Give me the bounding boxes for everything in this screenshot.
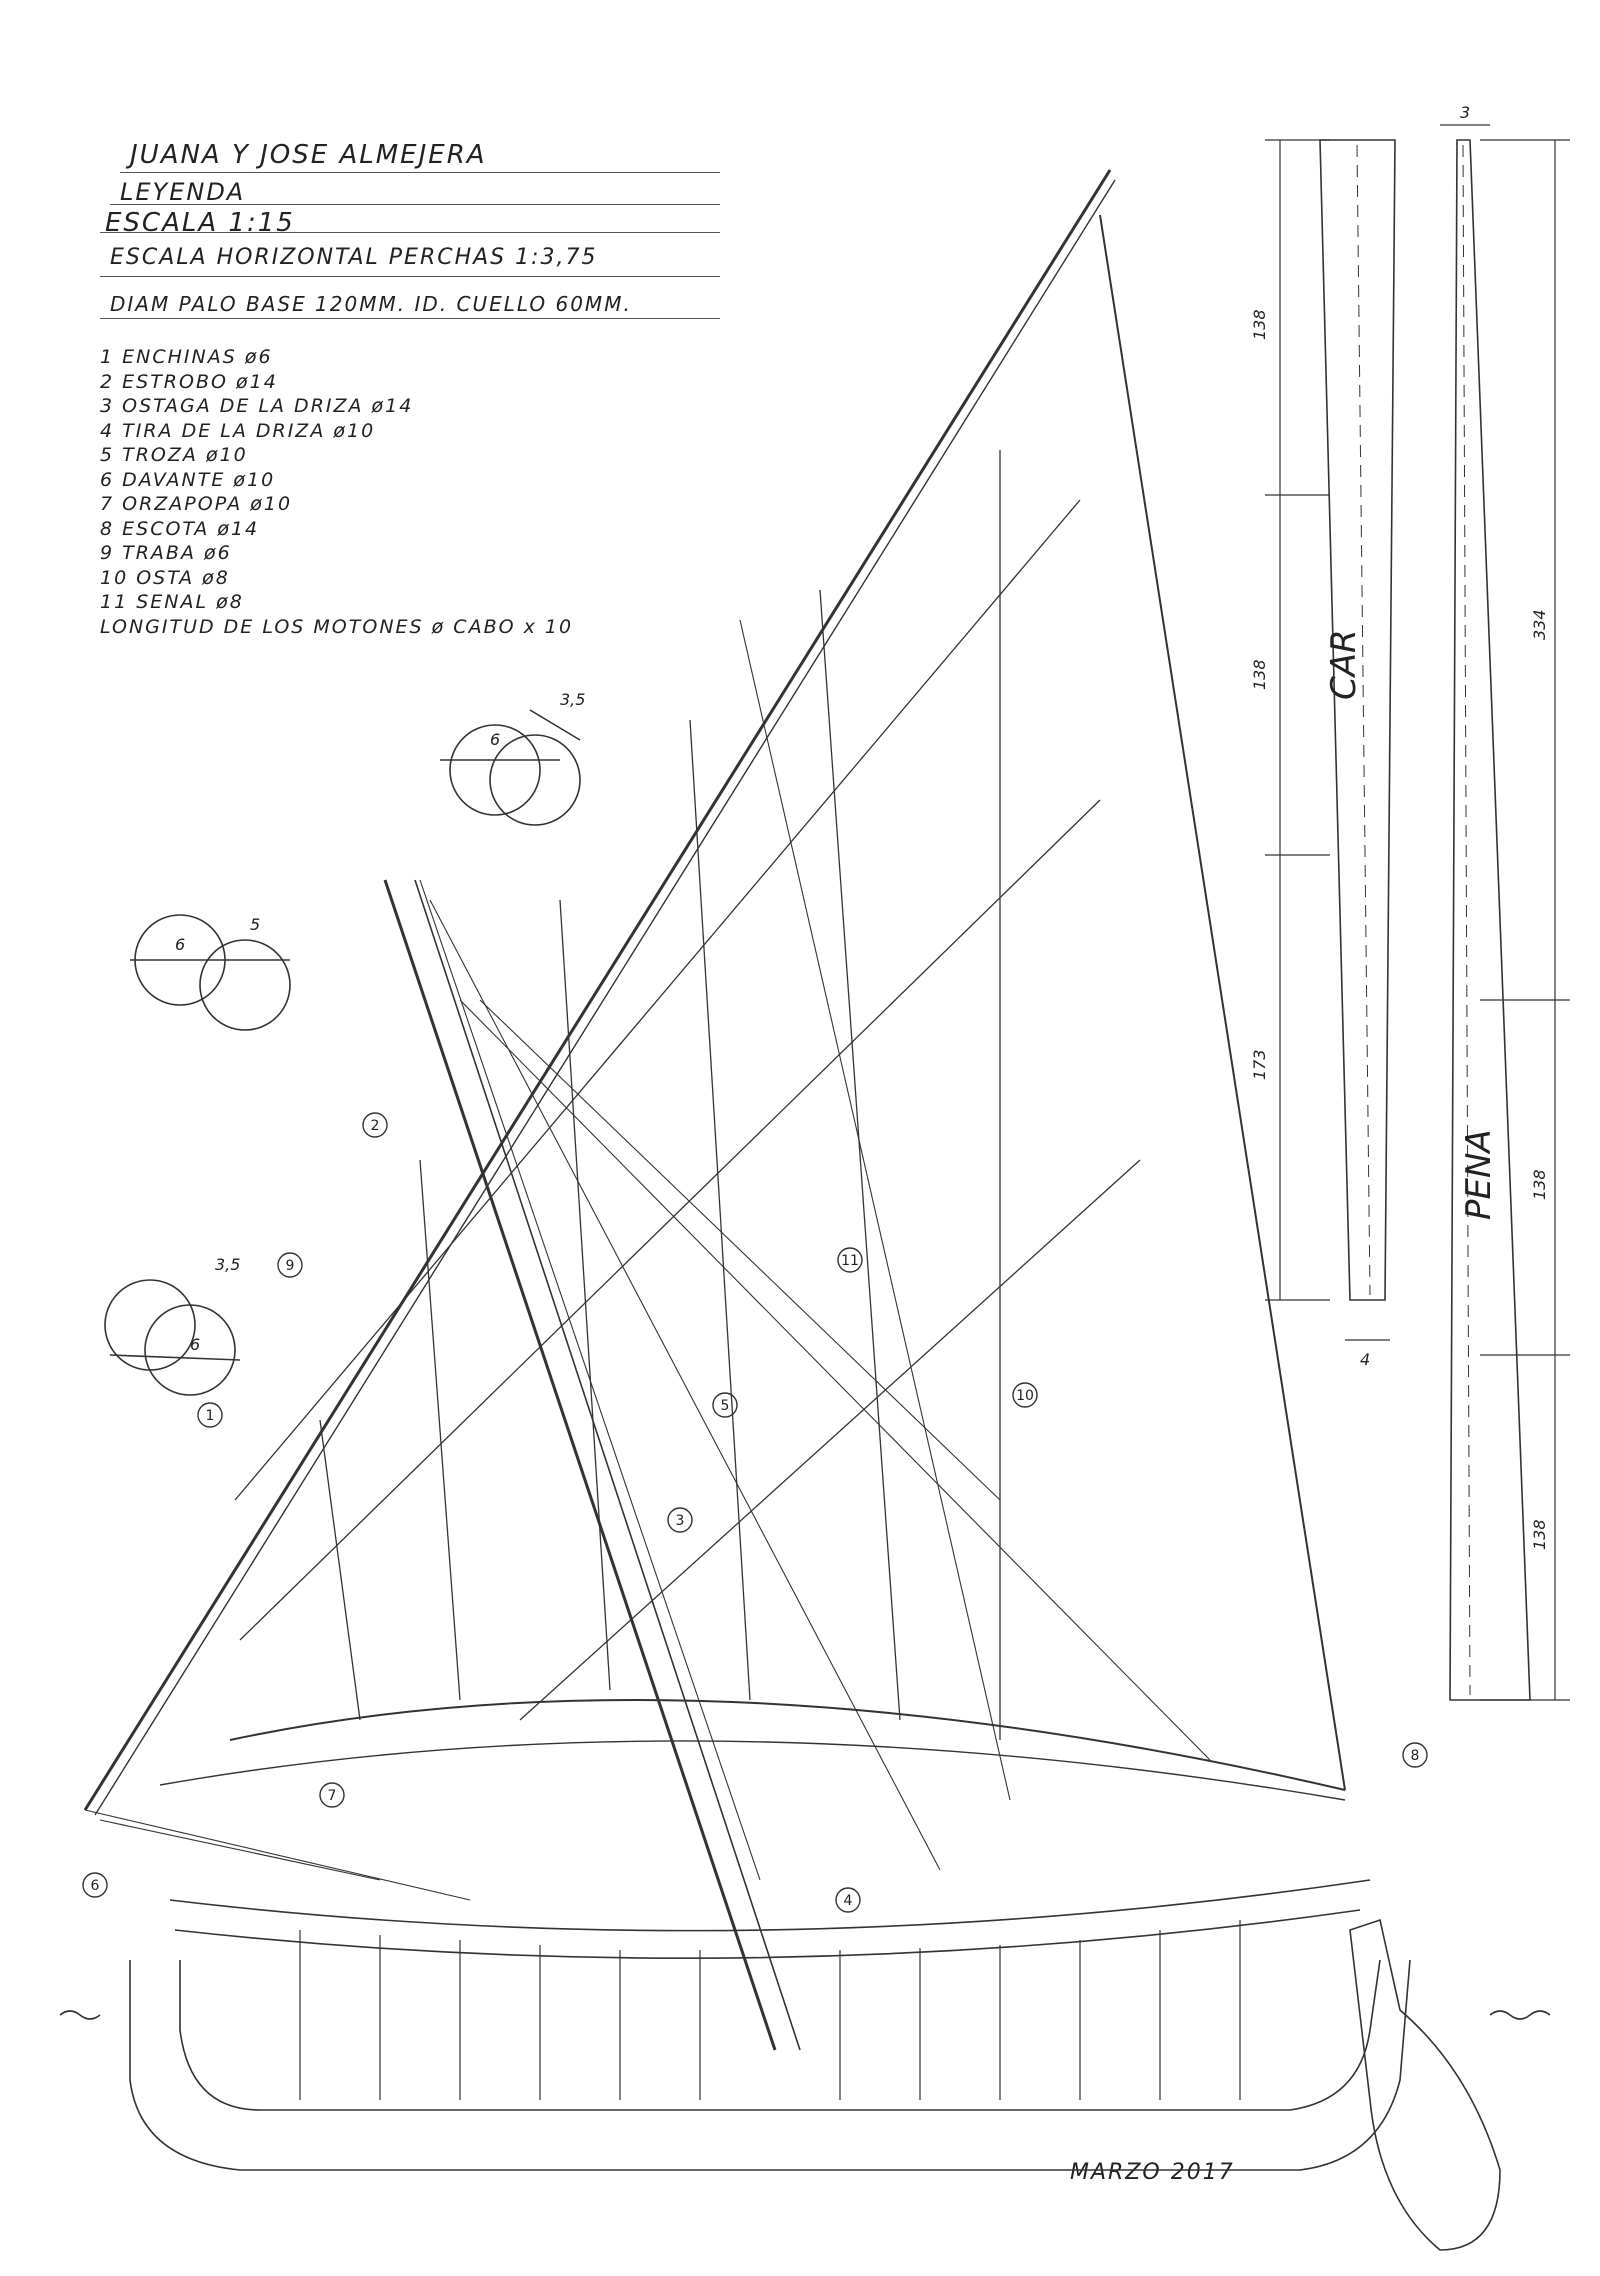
car-dim-2: 138: [1250, 659, 1269, 690]
pena-width: 3: [1460, 103, 1470, 122]
callout-6: 6: [91, 1878, 100, 1894]
legend-heading: LEYENDA: [120, 178, 246, 206]
legend-item: 3 OSTAGA DE LA DRIZA ø14: [100, 395, 414, 417]
callout-8: 8: [1411, 1748, 1420, 1764]
callout-11: 11: [841, 1253, 859, 1269]
sail-leech: [1099, 214, 1346, 1791]
mast: [383, 879, 777, 2051]
block-detail-c: [104, 1279, 241, 1396]
yard: [83, 169, 1112, 1811]
callout-10: 10: [1016, 1388, 1034, 1404]
car-label: CAR: [1324, 629, 1364, 700]
block-c-length: 3,5: [215, 1255, 240, 1274]
pena-spar: [1449, 139, 1531, 1701]
legend-list: 1 ENCHINAS ø6 2 ESTROBO ø14 3 OSTAGA DE …: [100, 345, 573, 639]
drawing-date: MARZO 2017: [1070, 2160, 1235, 2185]
waterline-left: [59, 2010, 101, 2020]
hull-frames: [299, 1920, 1241, 2100]
rudder: [1349, 1918, 1501, 2251]
hull-outline: [129, 1959, 1411, 2171]
hull-inner: [179, 1959, 1381, 2111]
block-detail-b: [130, 914, 291, 1031]
mast-diameter-label: DIAM PALO BASE 120MM. ID. CUELLO 60MM.: [110, 292, 632, 316]
legend-item: 11 SENAL ø8: [100, 591, 244, 613]
block-a-length: 3,5: [560, 690, 585, 709]
callout-9: 9: [286, 1258, 295, 1274]
legend-underline: [110, 204, 720, 205]
callout-5: 5: [721, 1398, 730, 1414]
block-c-diameter: 6: [190, 1335, 200, 1354]
block-a-diameter: 6: [490, 730, 500, 749]
waterline-right: [1489, 2010, 1551, 2020]
gunwale: [169, 1879, 1371, 1932]
sail-foot: [229, 1699, 1346, 1791]
rigging: [84, 619, 1211, 1901]
legend-item: 5 TROZA ø10: [100, 444, 248, 466]
title-underline: [120, 172, 720, 173]
pena-dimension-line: [1480, 139, 1570, 1701]
scale-underline: [100, 232, 720, 233]
block-b-length: 5: [250, 915, 260, 934]
legend-item: 10 OSTA ø8: [100, 566, 230, 589]
legend-item: 4 TIRA DE LA DRIZA ø10: [100, 419, 376, 442]
sail-seams: [234, 450, 1141, 1740]
scale-label: ESCALA 1:15: [105, 208, 295, 238]
legend-item: 6 DAVANTE ø10: [100, 468, 276, 491]
legend-item: 8 ESCOTA ø14: [100, 517, 260, 540]
car-dimension-line: [1265, 139, 1330, 1301]
legend-item: 9 TRABA ø6: [100, 542, 232, 564]
block-detail-a: [440, 709, 581, 826]
car-width: 4: [1360, 1350, 1370, 1369]
legend-item: LONGITUD DE LOS MOTONES ø CABO x 10: [100, 615, 574, 638]
car-dim-1: 138: [1250, 309, 1269, 340]
pena-label: PENA: [1459, 1129, 1499, 1220]
callout-2: 2: [371, 1118, 380, 1134]
car-spar: [1319, 139, 1396, 1301]
pena-dim-1: 334: [1530, 609, 1549, 640]
callout-7: 7: [328, 1788, 337, 1804]
diameter-underline: [100, 318, 720, 319]
callout-3: 3: [676, 1513, 685, 1529]
gunwale-inner: [174, 1909, 1361, 1959]
pena-dim-3: 138: [1530, 1519, 1549, 1550]
block-b-diameter: 6: [175, 935, 185, 954]
pena-dim-2: 138: [1530, 1169, 1549, 1200]
drawing-title: JUANA Y JOSE ALMEJERA: [130, 140, 487, 170]
legend-item: 2 ESTROBO ø14: [100, 370, 278, 393]
legend-item: 1 ENCHINAS ø6: [100, 346, 273, 368]
car-dim-3: 173: [1250, 1049, 1269, 1080]
callout-1: 1: [206, 1408, 215, 1424]
spar-scale-label: ESCALA HORIZONTAL PERCHAS 1:3,75: [110, 245, 598, 270]
callout-4: 4: [844, 1893, 853, 1909]
legend-item: 7 ORZAPOPA ø10: [100, 493, 293, 515]
spar-scale-underline: [100, 276, 720, 277]
callout-circles: [82, 1112, 1428, 1913]
